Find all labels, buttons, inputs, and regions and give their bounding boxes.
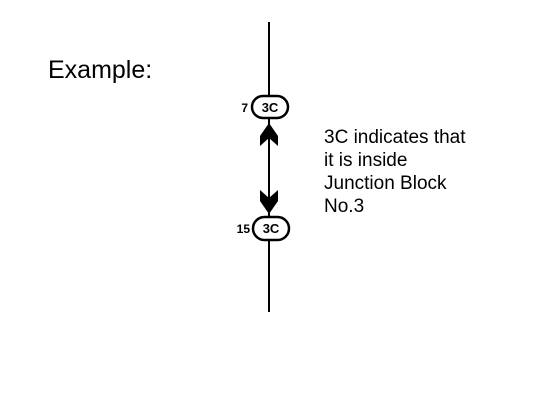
example-heading: Example:	[48, 56, 152, 84]
note-line: No.3	[324, 196, 364, 217]
arrow-down-icon	[260, 190, 278, 214]
note-line: Junction Block	[324, 173, 447, 194]
connector-code-bottom: 3C	[263, 221, 280, 236]
arrow-up-icon	[260, 123, 278, 146]
note-line: 3C indicates that	[324, 127, 466, 148]
explanation-note: 3C indicates that it is inside Junction …	[324, 127, 466, 217]
connector-oval-top	[250, 94, 290, 120]
connector-top: 7 3C	[241, 94, 290, 120]
connector-bottom: 15 3C	[237, 215, 291, 242]
pin-number-7: 7	[241, 101, 248, 115]
connector-oval-bottom	[251, 215, 291, 242]
pin-number-15: 15	[237, 222, 251, 236]
note-line: it is inside	[324, 150, 407, 171]
connector-code-top: 3C	[262, 100, 279, 115]
